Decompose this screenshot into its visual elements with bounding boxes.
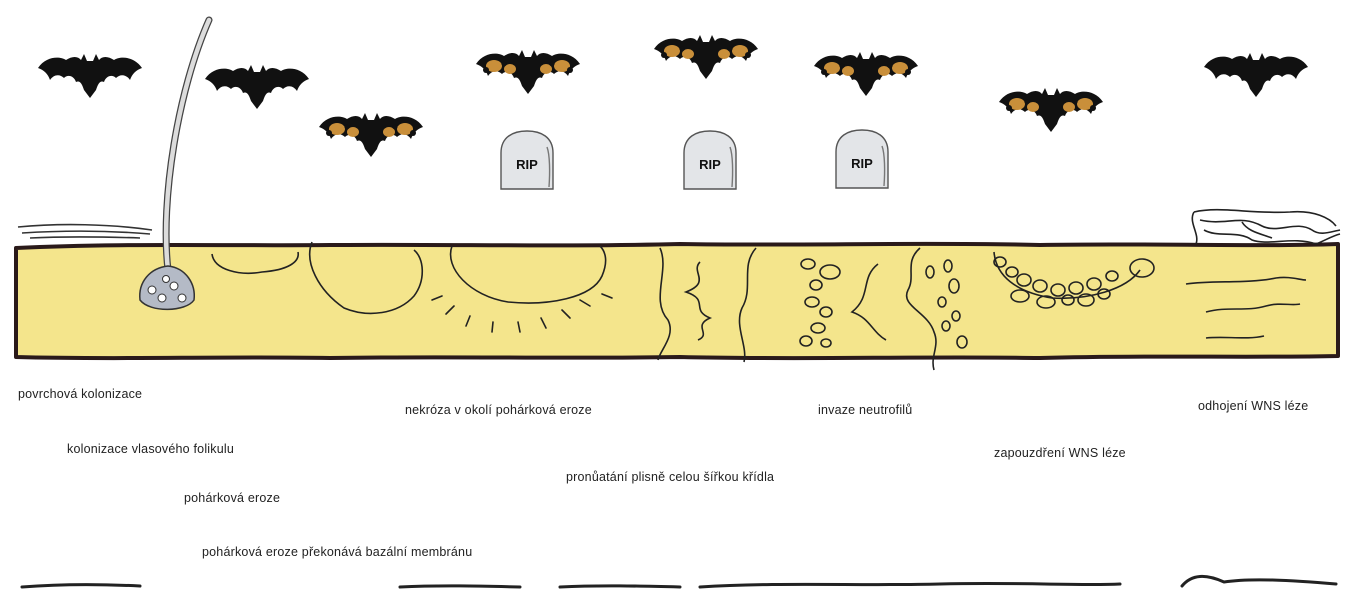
- label-surface-colonization: povrchová kolonizace: [18, 387, 142, 401]
- detached-lesion: [1192, 210, 1340, 244]
- bat-icon: [205, 65, 309, 109]
- bat-icon: [654, 35, 758, 79]
- label-full-penetration: pronůatání plisně celou šířkou křídla: [566, 470, 774, 484]
- tombstone-label: RIP: [699, 157, 721, 172]
- tombstone-icon: RIP: [501, 131, 553, 189]
- label-necrosis: nekróza v okolí pohárková eroze: [405, 403, 592, 417]
- tombstone-icon: RIP: [836, 130, 888, 188]
- bat-icon: [999, 88, 1103, 132]
- label-cup-erosion: pohárková eroze: [184, 491, 280, 505]
- label-neutrophil-invasion: invaze neutrofilů: [818, 403, 912, 417]
- bottom-membrane-edge: [22, 576, 1336, 587]
- label-detachment: odhojení WNS léze: [1198, 399, 1308, 413]
- surface-fungal-layer: [18, 225, 152, 238]
- label-follicle-colonization: kolonizace vlasového folikulu: [67, 442, 234, 456]
- tombstone-label: RIP: [851, 156, 873, 171]
- tombstone-icon: RIP: [684, 131, 736, 189]
- bat-icon: [814, 52, 918, 96]
- tombstone-label: RIP: [516, 157, 538, 172]
- bat-icon: [1204, 53, 1308, 97]
- bat-icon: [319, 113, 423, 157]
- hair-icon: [166, 20, 209, 270]
- label-encapsulation: zapouzdření WNS léze: [994, 446, 1126, 460]
- bat-icon: [38, 54, 142, 98]
- label-cup-erosion-membrane: pohárková eroze překonává bazální membrá…: [202, 545, 472, 559]
- bat-icon: [476, 50, 580, 94]
